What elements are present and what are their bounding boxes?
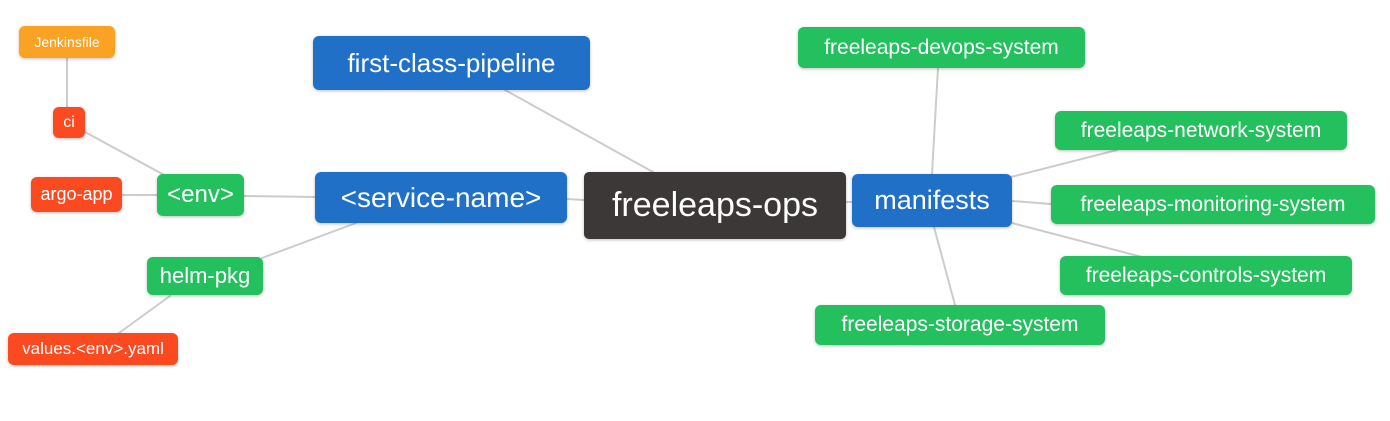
edge-manifests-storage bbox=[933, 226, 956, 306]
edge-helm-pkg-service-name bbox=[261, 222, 357, 259]
node-jenkinsfile[interactable]: Jenkinsfile bbox=[19, 26, 115, 58]
node-helm-pkg[interactable]: helm-pkg bbox=[147, 257, 263, 295]
node-freeleaps-controls-system[interactable]: freeleaps-controls-system bbox=[1060, 256, 1352, 295]
edge-service-name-freeleaps-ops bbox=[566, 198, 585, 201]
edge-manifests-network bbox=[1010, 149, 1118, 178]
node-service-name[interactable]: <service-name> bbox=[315, 172, 567, 223]
node-values-env-yaml[interactable]: values.<env>.yaml bbox=[8, 333, 178, 365]
edge-ci-env bbox=[84, 131, 167, 177]
edge-env-service-name bbox=[243, 195, 316, 198]
node-freeleaps-ops[interactable]: freeleaps-ops bbox=[584, 172, 846, 239]
edge-pipeline-freeleaps-ops bbox=[504, 89, 654, 173]
node-freeleaps-devops-system[interactable]: freeleaps-devops-system bbox=[798, 27, 1085, 68]
node-freeleaps-network-system[interactable]: freeleaps-network-system bbox=[1055, 111, 1347, 150]
node-first-class-pipeline[interactable]: first-class-pipeline bbox=[313, 36, 590, 90]
node-ci[interactable]: ci bbox=[53, 107, 85, 138]
node-manifests[interactable]: manifests bbox=[852, 174, 1012, 227]
node-argo-app[interactable]: argo-app bbox=[31, 177, 122, 212]
node-env[interactable]: <env> bbox=[157, 174, 244, 216]
edge-manifests-devops bbox=[931, 67, 939, 175]
edge-manifests-monitoring bbox=[1011, 200, 1052, 205]
node-freeleaps-monitoring-system[interactable]: freeleaps-monitoring-system bbox=[1051, 185, 1375, 224]
node-freeleaps-storage-system[interactable]: freeleaps-storage-system bbox=[815, 305, 1105, 345]
edge-values-helm-pkg bbox=[118, 295, 171, 334]
edge-manifests-controls bbox=[1011, 222, 1143, 258]
